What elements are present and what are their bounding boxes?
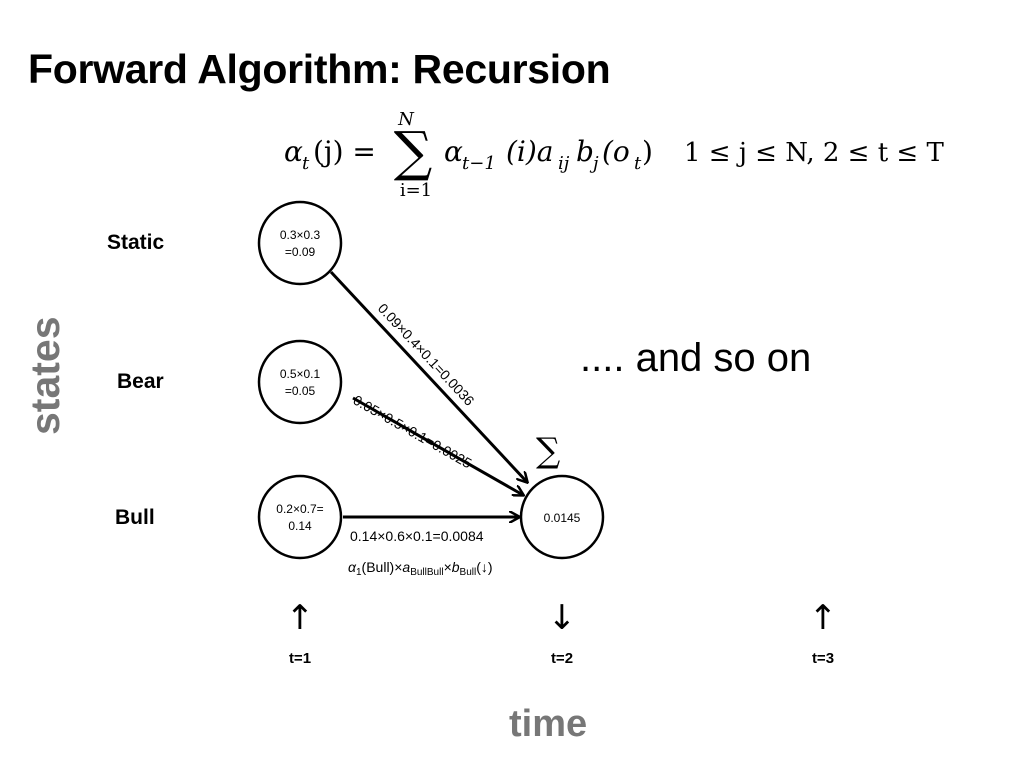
observation-down-arrow-t2: ↓ [547, 598, 577, 638]
edge-static-to-bull [329, 270, 527, 482]
formula-rhs-close: ) [642, 135, 653, 168]
formula-sum-bottom: i=1 [400, 180, 432, 201]
formula-sum-top: N [397, 109, 415, 130]
node-bear-t1-line1: 0.5×0.1 [280, 367, 321, 381]
time-step-t1: t=1 [288, 650, 312, 667]
node-static-t1-line1: 0.3×0.3 [280, 228, 321, 242]
node-bull-t1-line1: 0.2×0.7= [276, 502, 323, 516]
formula-rhs-o-sub: t [634, 153, 642, 174]
node-bull-t1: 0.2×0.7= 0.14 [257, 474, 343, 560]
node-static-t1-line2: =0.09 [285, 245, 316, 259]
formula-rhs-alpha-sub: t−1 [462, 153, 496, 174]
edge-label-bear-to-bull: 0.05×0.5×0.1=0.0025 [351, 392, 475, 472]
node-bull-t2-value: 0.0145 [544, 511, 581, 525]
bull-transition-formula: α1(Bull)×aBullBull×bBull(↓) [348, 559, 493, 578]
observation-up-arrow-t1: ↑ [285, 598, 315, 638]
node-bull-t1-line2: 0.14 [288, 519, 312, 533]
formula-lhs-arg: (j) = [313, 135, 376, 168]
node-bull-t2: 0.0145 [519, 474, 605, 560]
node-static-t1: 0.3×0.3 =0.09 [257, 200, 343, 286]
state-label-static: Static [107, 231, 165, 254]
formula-rhs-a-sub: ij [558, 153, 570, 174]
recursion-formula: α t (j) = N ∑ i=1 α t−1 (i)a ij b j (o t… [284, 109, 944, 201]
formula-condition: 1 ≤ j ≤ N, 2 ≤ t ≤ T [684, 138, 944, 168]
formula-lhs-sub: t [302, 153, 310, 174]
time-step-t2: t=2 [550, 650, 574, 667]
edge-bear-to-bull [352, 396, 523, 495]
formula-rhs-alpha: α [444, 135, 463, 168]
node-bear-t1-line2: =0.05 [285, 384, 316, 398]
time-step-t3: t=3 [811, 650, 835, 667]
formula-rhs-rest1: (i)a [506, 135, 554, 168]
observation-up-arrow-t3: ↑ [808, 598, 838, 638]
edge-label-static-to-bull: 0.09×0.4×0.1=0.0036 [375, 300, 478, 409]
formula-rhs-b-sub: j [589, 153, 599, 174]
time-axis-label: time [509, 703, 588, 745]
state-label-bear: Bear [117, 370, 164, 393]
sigma-symbol: ∑ [536, 431, 560, 471]
state-label-bull: Bull [115, 506, 155, 529]
formula-lhs-alpha: α [284, 135, 303, 168]
formula-rhs-b: b [576, 135, 594, 168]
and-so-on-text: .... and so on [580, 336, 812, 380]
formula-rhs-o: (o [602, 135, 630, 168]
edge-label-bull-to-bull: 0.14×0.6×0.1=0.0084 [350, 528, 484, 544]
formula-sum-symbol: ∑ [394, 120, 433, 183]
slide-title: Forward Algorithm: Recursion [28, 46, 611, 92]
node-bear-t1: 0.5×0.1 =0.05 [257, 339, 343, 425]
